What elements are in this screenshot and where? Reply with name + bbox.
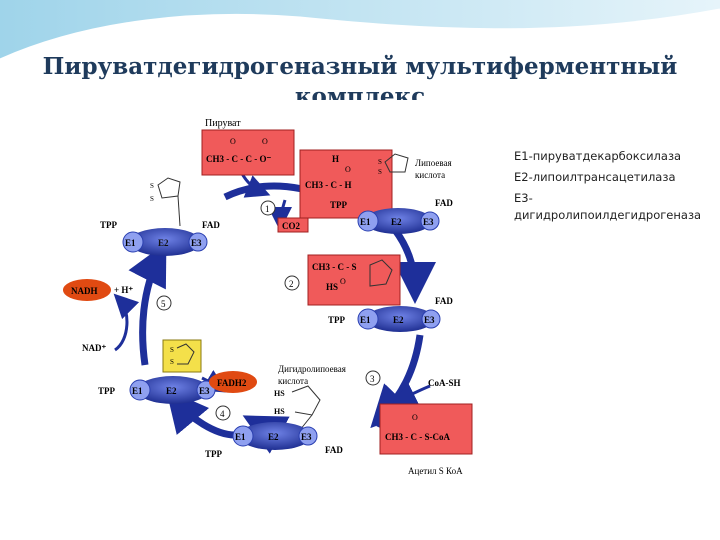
e3-top-right-label: E3 <box>423 217 434 227</box>
enzyme-complex-left-bottom: E1 E2 E3 TPP <box>98 376 216 404</box>
acetyl-lipoamide-ring <box>369 259 393 287</box>
step-2-circle <box>284 275 300 291</box>
pyruvate-o1: O <box>230 137 236 146</box>
e3-bottom-label: E3 <box>301 432 312 442</box>
hs-label-2: HS <box>274 407 285 416</box>
arrow-coa-in <box>391 382 431 405</box>
step-markers <box>156 200 381 421</box>
step-4-circle <box>215 405 231 421</box>
lipoic-ring-left <box>157 177 181 227</box>
intermediate1-top: H <box>332 154 339 164</box>
co2-label: CO2 <box>282 221 301 231</box>
co2-box <box>277 217 309 233</box>
lipoic-s2: S <box>378 168 382 176</box>
pyruvate-box <box>201 129 295 176</box>
hydroxyethyl-tpp-box <box>299 149 393 219</box>
yellow-ring <box>176 343 195 365</box>
step-4-label: 4 <box>220 409 225 419</box>
h-plus-label: + H⁺ <box>114 285 133 295</box>
step-3-circle <box>365 370 381 386</box>
step-1-circle <box>260 200 276 216</box>
yellow-s2: S <box>170 358 174 366</box>
acetyl-coa-label: Ацетил S КоА <box>408 466 463 476</box>
pdh-complex-figure: Пируват O O CH3 - C - C - O⁻ H O CH3 - C… <box>30 100 510 490</box>
e2-top-left-label: E2 <box>158 238 169 248</box>
yellow-s1: S <box>170 346 174 354</box>
e1-bottom-label: E1 <box>235 432 246 442</box>
fad-bottom: FAD <box>325 445 343 455</box>
e2-right-label: E2 <box>393 315 404 325</box>
cycle-arrow-left <box>128 242 167 366</box>
lipoic-s1: S <box>378 158 382 166</box>
fad-top-left: FAD <box>202 220 220 230</box>
enzyme-complex-top-right: E1 E2 E3 FAD <box>357 198 453 234</box>
lipoic-left-s2: S <box>150 195 154 203</box>
tpp-top-left: TPP <box>100 220 118 230</box>
enzyme-complex-right: E1 E2 E3 TPP FAD <box>328 296 453 332</box>
legend-item-e1: E1-пируватдекарбоксилаза <box>514 149 682 163</box>
e1-right-label: E1 <box>360 315 371 325</box>
acetyl-lipoamide-hs: HS <box>326 282 338 292</box>
fadh2-oval <box>209 371 257 393</box>
e2-left-bottom-label: E2 <box>166 386 177 396</box>
e3-right-label: E3 <box>424 315 435 325</box>
fad-right: FAD <box>435 296 453 306</box>
e3-top-left <box>188 232 208 252</box>
step-5-label: 5 <box>161 299 166 309</box>
acetyl-coa-box <box>379 403 473 455</box>
dihydrolipoic-chain <box>291 385 321 431</box>
coa-sh-label: CoA-SH <box>428 378 461 388</box>
e2-top-right-label: E2 <box>391 217 402 227</box>
oxidized-lipoic-box <box>162 339 202 373</box>
step-5-circle <box>156 295 172 311</box>
dihydrolipoic-label-1: Дигидролипоевая <box>278 364 346 374</box>
nadh-label: NADH <box>71 286 98 296</box>
lipoic-label-2: кислота <box>415 170 445 180</box>
header-wave-decoration <box>0 0 720 62</box>
step-1-label: 1 <box>265 204 270 214</box>
pyruvate-o2: O <box>262 137 268 146</box>
fad-top-right: FAD <box>435 198 453 208</box>
e1-top-right-label: E1 <box>360 217 371 227</box>
intermediate1-mid: CH3 - C - H <box>305 180 352 190</box>
tpp-left-bottom: TPP <box>98 386 116 396</box>
legend-item-e3: E3-дигидролипоилдегидрогеназа <box>514 191 702 222</box>
nad-plus-label: NAD⁺ <box>82 343 106 353</box>
enzyme-legend: E1-пируватдекарбоксилаза E2-липоилтранса… <box>514 148 714 228</box>
e2-bottom-label: E2 <box>268 432 279 442</box>
step-3-label: 3 <box>370 374 375 384</box>
dihydrolipoic-label-2: кислота <box>278 376 308 386</box>
hs-label-1: HS <box>274 389 285 398</box>
e1-top-left <box>122 231 144 253</box>
lipoic-ring-top <box>384 153 409 173</box>
lipoic-left-s1: S <box>150 182 154 190</box>
lipoic-label-1: Липоевая <box>415 158 452 168</box>
intermediate1-bottom: TPP <box>330 200 348 210</box>
acetyl-lipoamide-o: O <box>340 277 346 286</box>
pyruvate-label: Пируват <box>205 118 241 129</box>
cycle-arrow-right-upper <box>392 227 436 304</box>
pdh-cycle-diagram: Пируват O O CH3 - C - C - O⁻ H O CH3 - C… <box>63 118 473 476</box>
legend-item-e2: E2-липоилтрансацетилаза <box>514 170 676 184</box>
tpp-bottom: TPP <box>205 449 223 459</box>
arrow-nad-in <box>113 293 140 352</box>
acetyl-lipoamide-formula: CH3 - C - S <box>312 262 357 272</box>
acetyl-coa-formula: CH3 - C - S-CoA <box>385 432 450 442</box>
e3-left-bottom-label: E3 <box>199 386 210 396</box>
acetyl-coa-o: O <box>412 413 418 422</box>
e2-top-left <box>129 228 201 256</box>
e1-top-left-label: E1 <box>125 238 136 248</box>
nadh-oval <box>63 279 111 301</box>
step-2-label: 2 <box>289 279 294 289</box>
tpp-right: TPP <box>328 315 346 325</box>
cycle-arrow-bottom-left <box>166 389 236 439</box>
title-line-1: Пируватдегидрогеназный мультиферментный <box>42 53 678 80</box>
pyruvate-formula: CH3 - C - C - O⁻ <box>206 154 271 164</box>
e1-left-bottom-label: E1 <box>132 386 143 396</box>
e3-top-left-label: E3 <box>191 238 202 248</box>
enzyme-complex-bottom: E1 E2 E3 TPP FAD <box>205 422 343 459</box>
intermediate1-oh: O <box>345 165 351 174</box>
enzyme-complex-top-left: E1 E2 E3 TPP FAD <box>100 220 220 256</box>
fadh2-label: FADH2 <box>217 378 247 388</box>
